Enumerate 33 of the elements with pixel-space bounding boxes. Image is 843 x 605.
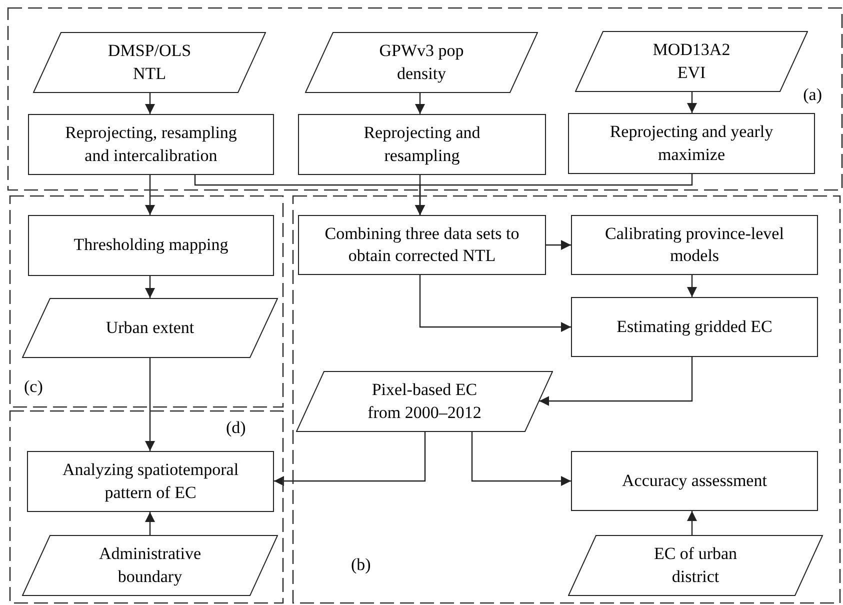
- region-label: (b): [351, 556, 371, 573]
- arrow: [539, 357, 693, 406]
- arrow: [274, 432, 426, 486]
- arrow: [687, 511, 697, 535]
- arrow: [145, 276, 155, 298]
- region-label: (c): [24, 378, 43, 395]
- process-box: Reprojecting and yearly maximize: [568, 113, 815, 174]
- arrow: [145, 512, 155, 535]
- arrow: [471, 432, 571, 486]
- process-box: Thresholding mapping: [28, 215, 274, 276]
- arrow: [419, 275, 571, 332]
- process-box: Accuracy assessment: [571, 451, 818, 511]
- arrow: [415, 174, 693, 215]
- process-box: Reprojecting, resampling and intercalibration: [28, 114, 274, 175]
- process-box: Analyzing spatiotemporal pattern of EC: [27, 451, 274, 512]
- data-parallelogram: EC of urban district: [568, 535, 823, 596]
- data-parallelogram: Urban extent: [22, 298, 278, 358]
- data-parallelogram: Administrative boundary: [22, 535, 278, 596]
- arrow: [145, 93, 155, 114]
- process-box: Combining three data sets to obtain corrected NTL: [298, 215, 546, 275]
- data-parallelogram: DMSP/OLS NTL: [33, 32, 266, 93]
- arrow: [415, 93, 425, 114]
- arrow: [546, 240, 571, 250]
- data-parallelogram: Pixel-based EC from 2000–2012: [296, 371, 553, 432]
- arrow: [145, 358, 155, 451]
- arrow: [687, 275, 697, 297]
- process-box: Calibrating province-level models: [571, 215, 818, 275]
- process-box: Reprojecting and resampling: [298, 114, 546, 175]
- process-box: Estimating gridded EC: [571, 297, 818, 357]
- data-parallelogram: GPWv3 pop density: [305, 32, 538, 93]
- region-label: (d): [226, 419, 246, 436]
- arrow: [145, 175, 155, 215]
- arrow: [687, 92, 697, 113]
